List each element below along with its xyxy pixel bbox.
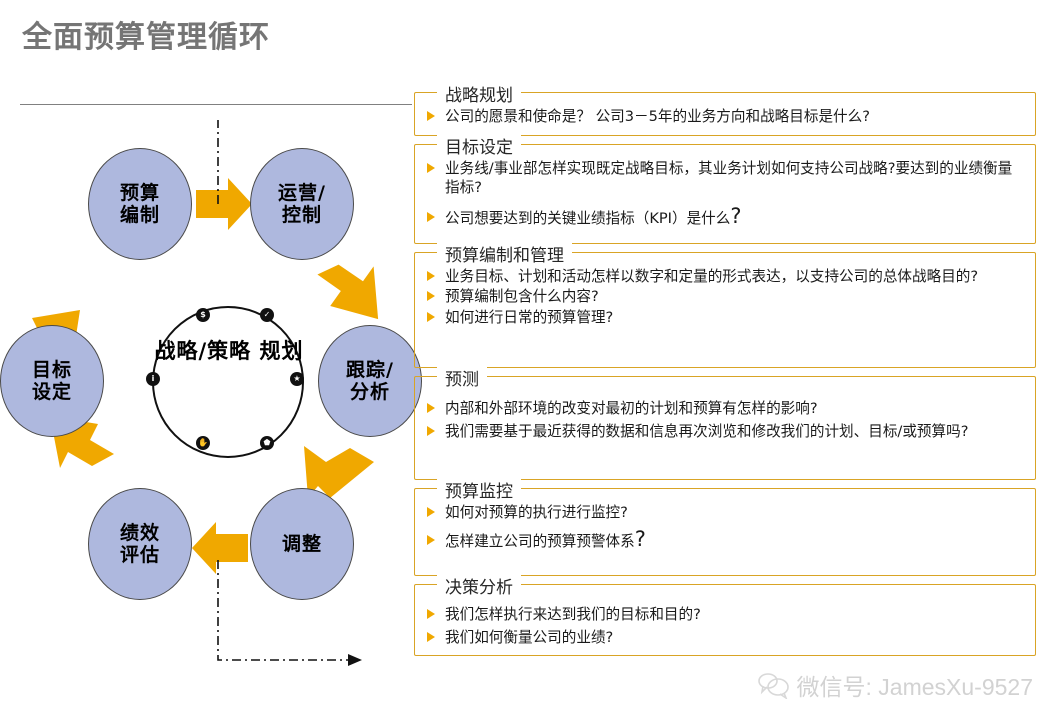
cycle-node-goal-setting[interactable]: 目标 设定	[0, 325, 104, 437]
panel-strategic-planning-legend: 战略规划	[437, 81, 521, 106]
panel-forecast: 预测 内部和外部环境的改变对最初的计划和预算有怎样的影响? 我们需要基于最近获得…	[414, 365, 1036, 480]
panel-budget-monitoring-legend: 预算监控	[437, 477, 521, 502]
center-dot-2: ★	[290, 372, 304, 386]
bullet-text: 如何对预算的执行进行监控?	[445, 504, 628, 521]
list-item: 公司想要达到的关键业绩指标（KPI）是什么?	[423, 205, 1025, 228]
cycle-node-budget-line1: 预算	[119, 181, 160, 204]
list-item: 我们需要基于最近获得的数据和信息再次浏览和修改我们的计划、目标/或预算吗?	[423, 422, 1025, 441]
arrow-budget-to-ops	[196, 178, 252, 230]
watermark-text: 微信号: JamesXu-9527	[796, 674, 1033, 700]
watermark: 微信号: JamesXu-9527	[757, 668, 1033, 702]
cycle-node-operations-line1: 运营/	[278, 181, 326, 204]
bullet-triangle-icon	[427, 609, 435, 619]
feedback-arrowhead-bottom	[348, 654, 362, 666]
bullet-text: 我们如何衡量公司的业绩?	[445, 629, 614, 647]
center-dot-5: i	[146, 372, 160, 386]
panel-decision-analysis-legend: 决策分析	[437, 573, 521, 598]
list-item: 怎样建立公司的预算预警体系?	[423, 529, 1025, 551]
list-item: 如何对预算的执行进行监控?	[423, 503, 1025, 522]
question-panels: 战略规划 公司的愿景和使命是？ 公司3－5年的业务方向和战略目标是什么? 目标设…	[414, 81, 1036, 664]
bullet-triangle-icon	[427, 507, 435, 517]
center-dot-1: ✓	[260, 308, 274, 322]
bullet-text: 我们需要基于最近获得的数据和信息再次浏览和修改我们的计划、目标/或预算吗?	[445, 423, 969, 441]
bullet-triangle-icon	[427, 291, 435, 302]
center-label: 战略/策略 规划	[150, 338, 308, 364]
bullet-triangle-icon	[427, 403, 435, 413]
arrow-track-to-adjust	[304, 446, 374, 498]
cycle-node-performance[interactable]: 绩效 评估	[88, 488, 192, 600]
bullet-text: 业务目标、计划和活动怎样以数字和定量的形式表达，以支持公司的总体战略目的?	[445, 268, 979, 285]
cycle-node-budget-line2: 编制	[119, 204, 160, 226]
bullet-triangle-icon	[427, 211, 435, 222]
panel-budget-monitoring: 预算监控 如何对预算的执行进行监控? 怎样建立公司的预算预警体系?	[414, 477, 1036, 576]
list-item: 如何进行日常的预算管理?	[423, 308, 1025, 327]
bullet-triangle-icon	[427, 271, 435, 281]
bullet-triangle-icon	[427, 632, 435, 643]
list-item: 我们怎样执行来达到我们的目标和目的?	[423, 605, 1025, 624]
bullet-text: 业务线/事业部怎样实现既定战略目标，其业务计划如何支持公司战略?要达到的业绩衡量…	[445, 160, 1013, 197]
list-item: 内部和外部环境的改变对最初的计划和预算有怎样的影响?	[423, 399, 1025, 418]
cycle-node-performance-line1: 绩效	[119, 521, 160, 544]
cycle-node-adjust[interactable]: 调整	[250, 488, 354, 600]
cycle-node-budget[interactable]: 预算 编制	[88, 148, 192, 260]
center-dot-0: $	[196, 308, 210, 322]
cycle-node-tracking-line1: 跟踪/	[346, 358, 394, 381]
speech-bubble-icon	[757, 673, 789, 699]
bullet-text: 公司想要达到的关键业绩指标（KPI）是什么	[445, 209, 731, 227]
title-divider	[20, 104, 412, 105]
bullet-big-question-mark: ?	[730, 203, 742, 228]
bullet-triangle-icon	[427, 426, 435, 437]
panel-strategic-planning: 战略规划 公司的愿景和使命是？ 公司3－5年的业务方向和战略目标是什么?	[414, 81, 1036, 136]
bullet-big-question-mark: ?	[634, 527, 646, 552]
bullet-triangle-icon	[427, 163, 435, 173]
list-item: 业务线/事业部怎样实现既定战略目标，其业务计划如何支持公司战略?要达到的业绩衡量…	[423, 159, 1025, 198]
list-item: 业务目标、计划和活动怎样以数字和定量的形式表达，以支持公司的总体战略目的?	[423, 267, 1025, 286]
bullet-triangle-icon	[427, 311, 435, 322]
list-item: 预算编制包含什么内容?	[423, 287, 1025, 306]
budget-cycle-diagram: 战略/策略 规划 $ ✓ ★ ⬟ ✋ i 预算 编制 运营/ 控制 跟踪/ 分析…	[0, 120, 422, 680]
panel-budgeting-and-management-legend: 预算编制和管理	[437, 241, 572, 266]
cycle-node-tracking-line2: 分析	[349, 381, 390, 403]
cycle-node-goal-setting-line1: 目标	[31, 358, 72, 381]
cycle-node-tracking[interactable]: 跟踪/ 分析	[318, 325, 422, 437]
bullet-text: 我们怎样执行来达到我们的目标和目的?	[445, 606, 701, 623]
center-dot-4: ✋	[196, 436, 210, 450]
bullet-text: 公司的愿景和使命是？ 公司3－5年的业务方向和战略目标是什么?	[445, 108, 870, 125]
bullet-text: 预算编制包含什么内容?	[445, 288, 599, 306]
list-item: 公司的愿景和使命是？ 公司3－5年的业务方向和战略目标是什么?	[423, 107, 1025, 126]
panel-goal-setting-legend: 目标设定	[437, 133, 521, 158]
cycle-node-operations[interactable]: 运营/ 控制	[250, 148, 354, 260]
page-title: 全面预算管理循环	[22, 21, 270, 54]
bullet-text: 内部和外部环境的改变对最初的计划和预算有怎样的影响?	[445, 400, 818, 417]
panel-goal-setting: 目标设定 业务线/事业部怎样实现既定战略目标，其业务计划如何支持公司战略?要达到…	[414, 133, 1036, 244]
cycle-node-adjust-line1: 调整	[281, 532, 322, 555]
bullet-triangle-icon	[427, 111, 435, 121]
bullet-text: 如何进行日常的预算管理?	[445, 308, 614, 326]
panel-forecast-legend: 预测	[437, 365, 487, 390]
arrow-ops-to-track	[317, 264, 379, 320]
center-label-line1: 战略/策略	[154, 338, 252, 363]
panel-decision-analysis: 决策分析 我们怎样执行来达到我们的目标和目的? 我们如何衡量公司的业绩?	[414, 573, 1036, 656]
cycle-node-performance-line2: 评估	[119, 544, 160, 566]
center-circle	[152, 306, 304, 458]
bullet-text: 怎样建立公司的预算预警体系	[445, 533, 635, 551]
cycle-node-goal-setting-line2: 设定	[31, 381, 72, 403]
arrow-adjust-to-perf	[192, 522, 248, 574]
cycle-node-operations-line2: 控制	[281, 204, 322, 226]
center-label-line2: 规划	[259, 338, 304, 363]
bullet-triangle-icon	[427, 535, 435, 546]
panel-budgeting-and-management: 预算编制和管理 业务目标、计划和活动怎样以数字和定量的形式表达，以支持公司的总体…	[414, 241, 1036, 368]
center-dot-3: ⬟	[260, 436, 274, 450]
feedback-line-top	[217, 120, 362, 666]
list-item: 我们如何衡量公司的业绩?	[423, 628, 1025, 647]
